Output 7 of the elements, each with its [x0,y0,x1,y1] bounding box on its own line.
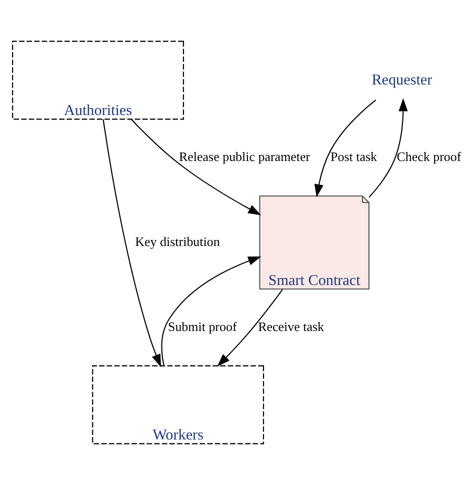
edge-label: Submit proof [168,318,237,334]
edge-label: Receive task [258,318,324,334]
edge-label: Check proof [396,148,462,164]
node-text: Requester [372,72,432,88]
edge-label: Key distribution [135,233,220,248]
edge-label: Post task [330,148,378,164]
edge-label: Release public parameter [179,148,310,164]
